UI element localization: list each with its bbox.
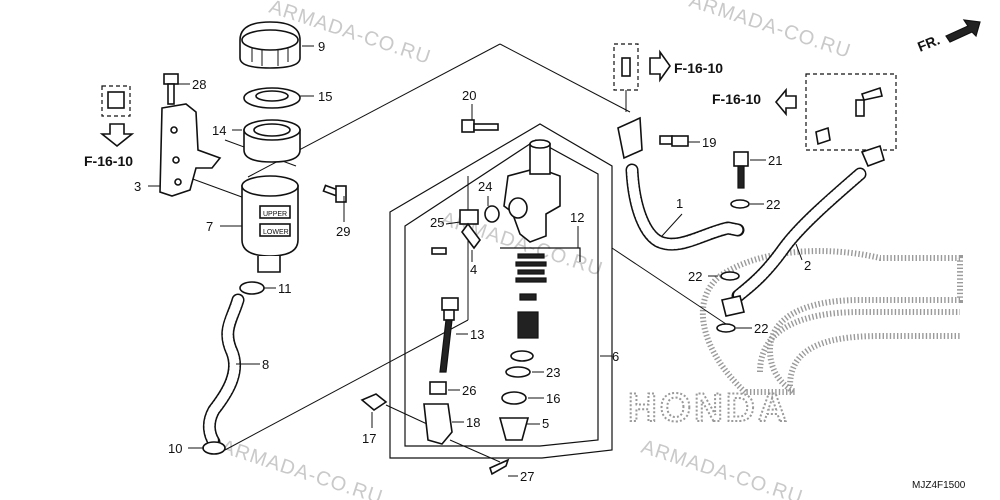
hose-clip-upper	[239, 281, 265, 295]
reservoir-cap	[239, 21, 301, 69]
reservoir-upper-mark: UPPER	[263, 211, 287, 218]
callout-18: 18	[466, 415, 480, 430]
callout-10: 10	[168, 441, 182, 456]
callout-5: 5	[542, 416, 549, 431]
bracket-clip	[101, 85, 131, 117]
callout-27: 27	[520, 469, 534, 484]
callout-24: 24	[478, 179, 492, 194]
reference-arrow-top	[649, 49, 671, 83]
callout-28: 28	[192, 77, 206, 92]
callout-9: 9	[318, 39, 325, 54]
callout-11: 11	[278, 281, 292, 296]
callout-21: 21	[768, 153, 782, 168]
callout-22c: 22	[754, 321, 768, 336]
reservoir-hose	[202, 293, 245, 449]
sealing-washer-3	[716, 323, 736, 333]
banjo-bolt	[733, 151, 749, 189]
callout-7: 7	[206, 219, 213, 234]
reservoir-tank: UPPER LOWER	[241, 175, 299, 273]
piston-spring-set	[510, 253, 547, 362]
callout-22b: 22	[688, 269, 702, 284]
push-rod	[439, 297, 459, 373]
watermark-top-right: ARMADA-CO.RU	[686, 0, 853, 63]
brake-hose-lower	[731, 144, 885, 303]
hose-clip-lower	[202, 441, 226, 455]
callout-4: 4	[470, 262, 477, 277]
callout-numbers: 1 2 3 4 5 6 7 8 9 10 11 12 13 14 15 16 1…	[134, 39, 811, 484]
reference-arrow-right	[774, 87, 797, 117]
circlip	[505, 366, 531, 378]
callout-26: 26	[462, 383, 476, 398]
callout-25: 25	[430, 215, 444, 230]
reference-label-right: F-16-10	[712, 91, 761, 107]
callout-19: 19	[702, 135, 716, 150]
watermark-bottom-right: ARMADA-CO.RU	[638, 436, 805, 500]
callout-6: 6	[612, 349, 619, 364]
callout-14: 14	[212, 123, 226, 138]
callout-leaders	[148, 45, 803, 477]
callout-1: 1	[676, 196, 683, 211]
joint-pin	[360, 393, 388, 411]
push-rod-nut	[429, 381, 447, 395]
sealing-washer-2	[720, 271, 740, 281]
cylinder-cup	[498, 417, 530, 441]
brake-hose-upper	[617, 116, 745, 251]
hose-clamp-nut	[815, 126, 831, 146]
callout-8: 8	[262, 357, 269, 372]
reservoir-joint	[459, 209, 481, 250]
master-cylinder-assembly-frames	[389, 123, 613, 459]
callout-16: 16	[546, 391, 560, 406]
piston-boot	[501, 391, 527, 405]
reservoir-mount-bolt	[322, 184, 347, 203]
callout-17: 17	[362, 431, 376, 446]
hose-clamp-bolt	[659, 135, 689, 147]
reference-label-left: F-16-10	[84, 153, 133, 169]
hose-banjo-fitting	[721, 295, 745, 317]
reservoir-diaphragm	[243, 119, 301, 163]
right-reference-fitting	[805, 73, 897, 151]
master-cylinder-bolt	[461, 119, 499, 133]
callout-15: 15	[318, 89, 332, 104]
callout-2: 2	[804, 258, 811, 273]
reservoir-lower-mark: LOWER	[263, 229, 289, 236]
front-direction-arrow	[945, 19, 981, 43]
push-rod-joint	[423, 403, 453, 445]
watermark-bottom-left: ARMADA-CO.RU	[218, 436, 385, 500]
reservoir-plate	[243, 87, 301, 109]
joint-screw	[431, 247, 447, 255]
master-cylinder-body	[503, 139, 561, 243]
front-direction-label: FR.	[915, 31, 942, 54]
callout-12: 12	[570, 210, 584, 225]
callout-3: 3	[134, 179, 141, 194]
callout-23: 23	[546, 365, 560, 380]
top-reference-fitting	[613, 43, 639, 112]
master-cylinder-washer	[484, 205, 500, 223]
sealing-washer-1	[730, 199, 750, 209]
bracket-bolt	[163, 73, 179, 105]
diagram-code: MJZ4F1500	[912, 480, 966, 491]
honda-wordmark: HONDA	[628, 386, 790, 430]
reservoir-bracket	[159, 103, 222, 197]
callout-29: 29	[336, 224, 350, 239]
callout-13: 13	[470, 327, 484, 342]
cotter-pin	[489, 458, 510, 476]
honda-wing-logo: HONDA	[627, 248, 963, 431]
reference-label-top: F-16-10	[674, 60, 723, 76]
callout-22a: 22	[766, 197, 780, 212]
callout-20: 20	[462, 88, 476, 103]
reference-arrow-left	[99, 123, 135, 148]
